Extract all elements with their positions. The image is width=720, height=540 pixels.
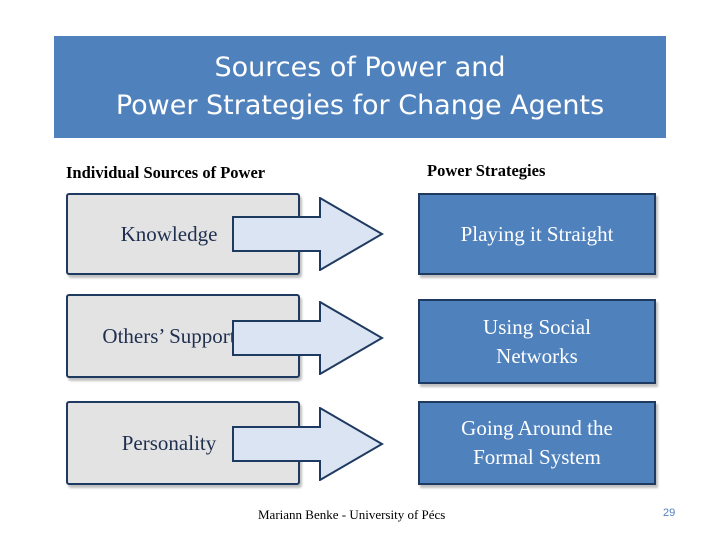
strategy-box-going-around-formal-system: Going Around the Formal System xyxy=(418,401,656,485)
sources-column-header: Individual Sources of Power xyxy=(66,163,266,182)
source-label: Others’ Support xyxy=(102,323,236,348)
title-bar: Sources of Power and Power Strategies fo… xyxy=(54,36,666,138)
slide-title-line-2: Power Strategies for Change Agents xyxy=(115,90,605,121)
strategy-label: Going Around the Formal System xyxy=(461,416,613,469)
page-number: 29 xyxy=(663,507,676,519)
slide-title-line-1: Sources of Power and xyxy=(214,52,506,83)
strategy-box-using-social-networks: Using Social Networks xyxy=(418,299,656,384)
source-label: Personality xyxy=(121,430,217,455)
source-box-personality: Personality xyxy=(66,401,300,485)
footer-credit: Mariann Benke - University of Pécs xyxy=(258,507,446,522)
strategy-label: Playing it Straight xyxy=(460,221,614,246)
strategy-box-playing-it-straight: Playing it Straight xyxy=(418,193,656,275)
strategies-column-header: Power Strategies xyxy=(427,161,546,180)
arrow-right-icon xyxy=(232,197,384,271)
arrow-right-icon xyxy=(232,407,384,481)
source-label: Knowledge xyxy=(120,221,218,246)
arrow-right-icon xyxy=(232,301,384,375)
strategy-label: Using Social Networks xyxy=(483,314,591,368)
